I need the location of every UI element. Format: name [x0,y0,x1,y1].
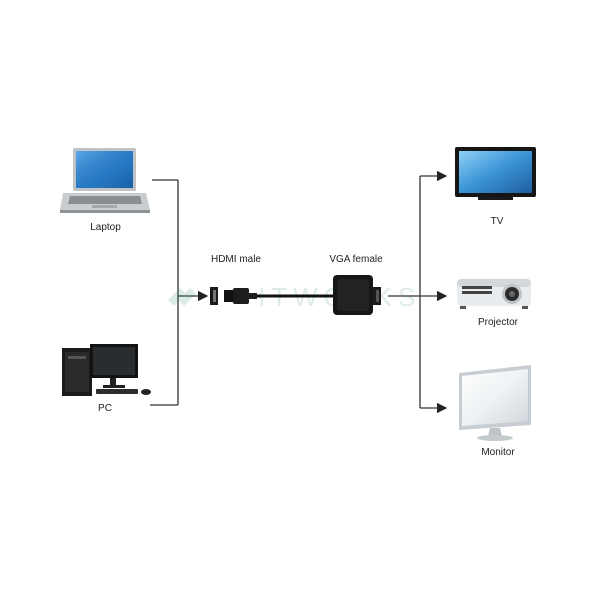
watermark [168,288,196,306]
projector-icon [457,279,531,309]
pc-label: PC [98,403,112,414]
tv-label: TV [490,216,504,227]
hdmi-connector-icon [210,287,335,305]
desktop-pc-icon [62,344,151,396]
tv-icon [455,147,536,200]
vga-adapter-icon [333,275,381,315]
monitor-label: Monitor [481,447,515,458]
vga-female-label: VGA female [329,254,383,265]
projector-label: Projector [477,317,518,328]
laptop-label: Laptop [90,222,121,233]
hdmi-male-label: HDMI male [210,254,261,265]
laptop-icon [60,148,150,213]
monitor-icon [459,365,531,441]
source-bracket [150,179,209,406]
output-bracket [388,170,448,414]
